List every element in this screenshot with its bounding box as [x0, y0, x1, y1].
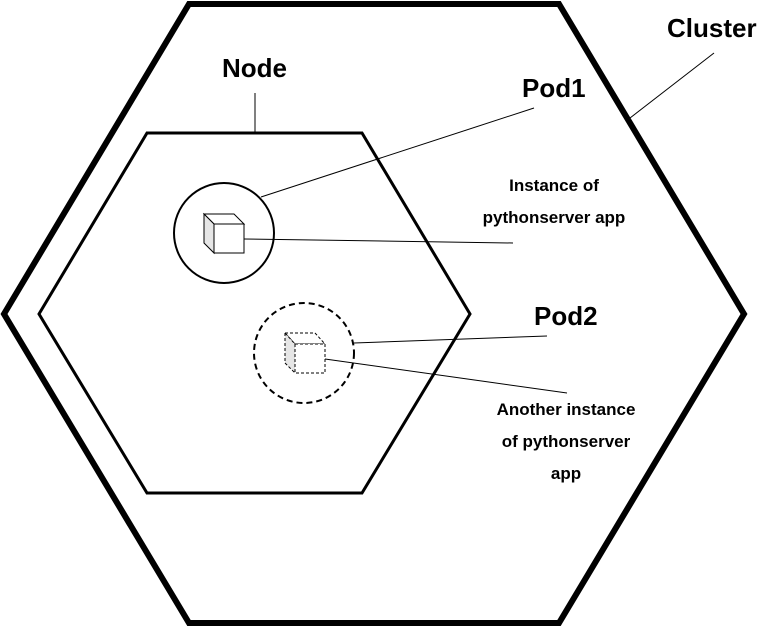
node-label: Node — [222, 53, 287, 83]
pod1-app-note: Instance of pythonserver app — [474, 170, 634, 234]
pod1-note-line: pythonserver app — [482, 208, 626, 227]
pod1-leader-line — [260, 107, 535, 198]
pod1-app-leader-line — [243, 238, 514, 244]
pod2-note-line: of pythonserver — [501, 432, 631, 451]
pod2-note-line: Another instance — [496, 400, 636, 419]
pod2-note-line: app — [550, 464, 582, 483]
pod1-note-line: Instance of — [509, 176, 599, 195]
pod1-label: Pod1 — [522, 73, 586, 103]
node-hexagon — [37, 131, 472, 495]
pod2-label: Pod2 — [534, 301, 598, 331]
pod2-app-note: Another instance of pythonserver app — [486, 394, 646, 490]
pod1-cube-icon — [202, 212, 246, 255]
cluster-leader-line — [629, 52, 715, 119]
cluster-hexagon — [0, 1, 748, 626]
pod2-leader-line — [353, 335, 548, 344]
pod2-cube-icon — [283, 331, 327, 375]
cluster-label: Cluster — [667, 13, 757, 43]
pod2-app-leader-line — [324, 358, 568, 394]
